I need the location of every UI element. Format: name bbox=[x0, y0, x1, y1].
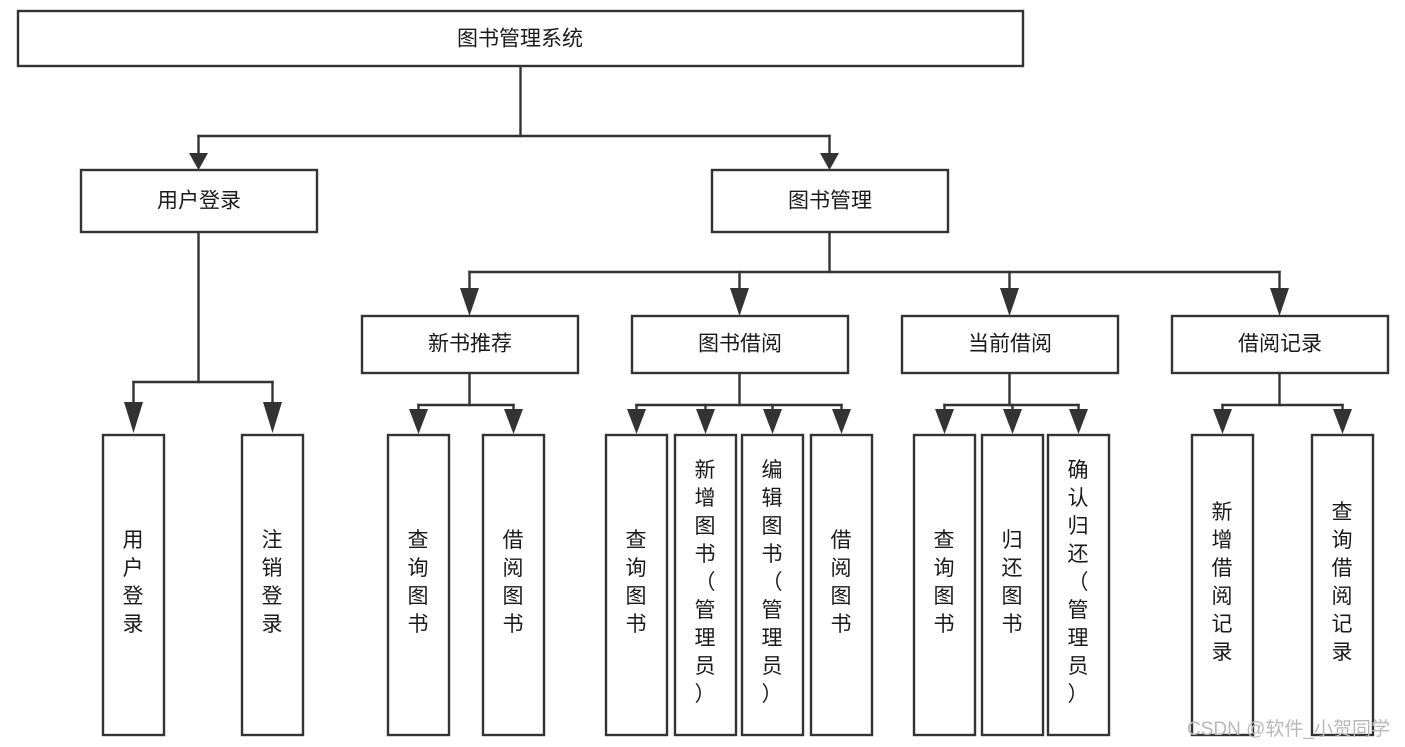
node-borrow-record[interactable]: 借阅记录 bbox=[1170, 314, 1390, 375]
node-leaf-return-book-box[interactable] bbox=[980, 433, 1045, 737]
node-borrow-record-label: 借阅记录 bbox=[1238, 333, 1322, 356]
csdn-watermark: CSDN @软件_小贺同学 bbox=[1187, 718, 1390, 740]
node-leaf-edit-book-box[interactable] bbox=[740, 433, 805, 737]
node-leaf-query-record[interactable]: 查询借阅记录 bbox=[1310, 433, 1375, 737]
node-leaf-logout-label: 注销登录 bbox=[262, 529, 283, 636]
node-root[interactable]: 图书管理系统 bbox=[16, 9, 1025, 68]
node-leaf-query-record-label: 查询借阅记录 bbox=[1332, 501, 1353, 664]
node-leaf-add-record[interactable]: 新增借阅记录 bbox=[1190, 433, 1255, 737]
node-leaf-add-record-box[interactable] bbox=[1190, 433, 1255, 737]
arrowhead-leaf-add-record bbox=[1213, 409, 1232, 434]
arrowhead-leaf-user-login bbox=[124, 402, 143, 433]
arrowhead-book-manage bbox=[820, 153, 839, 170]
node-leaf-borrow-book-1-label: 借阅图书 bbox=[503, 529, 524, 636]
arrowhead-leaf-borrow-book-2 bbox=[832, 409, 851, 434]
node-leaf-user-login-label: 用户登录 bbox=[123, 529, 144, 636]
node-leaf-add-book-box[interactable] bbox=[673, 433, 738, 737]
node-leaf-add-record-label: 新增借阅记录 bbox=[1212, 501, 1233, 664]
node-root-label: 图书管理系统 bbox=[457, 28, 583, 51]
arrowhead-leaf-query-record bbox=[1333, 409, 1352, 434]
node-leaf-logout-box[interactable] bbox=[240, 433, 305, 737]
node-leaf-edit-book-label: 编辑图书（管理员） bbox=[762, 459, 783, 706]
node-leaf-query-book-1-box[interactable] bbox=[386, 433, 451, 737]
node-leaf-confirm-return[interactable]: 确认归还（管理员） bbox=[1046, 433, 1111, 737]
node-leaf-query-book-2-box[interactable] bbox=[604, 433, 669, 737]
node-root-box[interactable] bbox=[16, 9, 1025, 68]
arrowhead-leaf-confirm-return bbox=[1069, 409, 1088, 434]
node-borrow-record-box[interactable] bbox=[1170, 314, 1390, 375]
node-leaf-query-book-3-box[interactable] bbox=[912, 433, 977, 737]
node-leaf-query-book-2-label: 查询图书 bbox=[626, 529, 647, 636]
arrowhead-leaf-query-book-1 bbox=[409, 409, 428, 434]
arrowhead-user-login bbox=[189, 153, 208, 170]
node-book-borrow[interactable]: 图书借阅 bbox=[630, 314, 850, 375]
node-leaf-add-book-label: 新增图书（管理员） bbox=[695, 459, 716, 706]
arrowhead-leaf-logout bbox=[263, 402, 282, 433]
arrowhead-leaf-query-book-3 bbox=[935, 409, 954, 434]
node-leaf-borrow-book-1[interactable]: 借阅图书 bbox=[481, 433, 546, 737]
node-leaf-return-book-label: 归还图书 bbox=[1002, 529, 1023, 636]
node-leaf-confirm-return-box[interactable] bbox=[1046, 433, 1111, 737]
node-user-login-label: 用户登录 bbox=[157, 190, 241, 213]
arrowhead-leaf-query-book-2 bbox=[627, 409, 646, 434]
node-current-borrow[interactable]: 当前借阅 bbox=[900, 314, 1120, 375]
node-book-manage-label: 图书管理 bbox=[788, 190, 872, 213]
node-current-borrow-label: 当前借阅 bbox=[968, 333, 1052, 356]
node-current-borrow-box[interactable] bbox=[900, 314, 1120, 375]
arrowhead-newbook bbox=[460, 288, 479, 316]
node-leaf-query-book-1[interactable]: 查询图书 bbox=[386, 433, 451, 737]
node-leaf-query-book-1-label: 查询图书 bbox=[408, 529, 429, 636]
node-new-book-rec-label: 新书推荐 bbox=[428, 333, 512, 356]
arrowhead-leaf-add-book bbox=[696, 409, 715, 434]
connector-layer bbox=[124, 64, 1352, 434]
node-leaf-borrow-book-1-box[interactable] bbox=[481, 433, 546, 737]
node-book-manage[interactable]: 图书管理 bbox=[710, 168, 950, 234]
node-leaf-user-login[interactable]: 用户登录 bbox=[101, 433, 166, 737]
node-leaf-confirm-return-label: 确认归还（管理员） bbox=[1068, 459, 1089, 706]
node-user-login-box[interactable] bbox=[79, 168, 319, 234]
node-leaf-borrow-book-2-label: 借阅图书 bbox=[831, 529, 852, 636]
arrowhead-leaf-borrow-book-1 bbox=[504, 409, 523, 434]
node-new-book-rec[interactable]: 新书推荐 bbox=[360, 314, 580, 375]
arrowhead-record bbox=[1270, 288, 1289, 316]
arrowhead-leaf-return-book bbox=[1003, 409, 1022, 434]
node-book-borrow-box[interactable] bbox=[630, 314, 850, 375]
node-leaf-return-book[interactable]: 归还图书 bbox=[980, 433, 1045, 737]
node-leaf-query-book-2[interactable]: 查询图书 bbox=[604, 433, 669, 737]
node-book-borrow-label: 图书借阅 bbox=[698, 333, 782, 356]
node-leaf-query-record-box[interactable] bbox=[1310, 433, 1375, 737]
node-leaf-borrow-book-2[interactable]: 借阅图书 bbox=[809, 433, 874, 737]
node-user-login[interactable]: 用户登录 bbox=[79, 168, 319, 234]
node-leaf-logout[interactable]: 注销登录 bbox=[240, 433, 305, 737]
node-leaf-edit-book[interactable]: 编辑图书（管理员） bbox=[740, 433, 805, 737]
node-leaf-user-login-box[interactable] bbox=[101, 433, 166, 737]
node-leaf-query-book-3-label: 查询图书 bbox=[934, 529, 955, 636]
arrowhead-leaf-edit-book bbox=[763, 409, 782, 434]
node-leaf-add-book[interactable]: 新增图书（管理员） bbox=[673, 433, 738, 737]
node-book-manage-box[interactable] bbox=[710, 168, 950, 234]
node-new-book-rec-box[interactable] bbox=[360, 314, 580, 375]
node-leaf-borrow-book-2-box[interactable] bbox=[809, 433, 874, 737]
arrowhead-current bbox=[1000, 288, 1019, 316]
arrowhead-borrow bbox=[730, 288, 749, 316]
node-leaf-query-book-3[interactable]: 查询图书 bbox=[912, 433, 977, 737]
